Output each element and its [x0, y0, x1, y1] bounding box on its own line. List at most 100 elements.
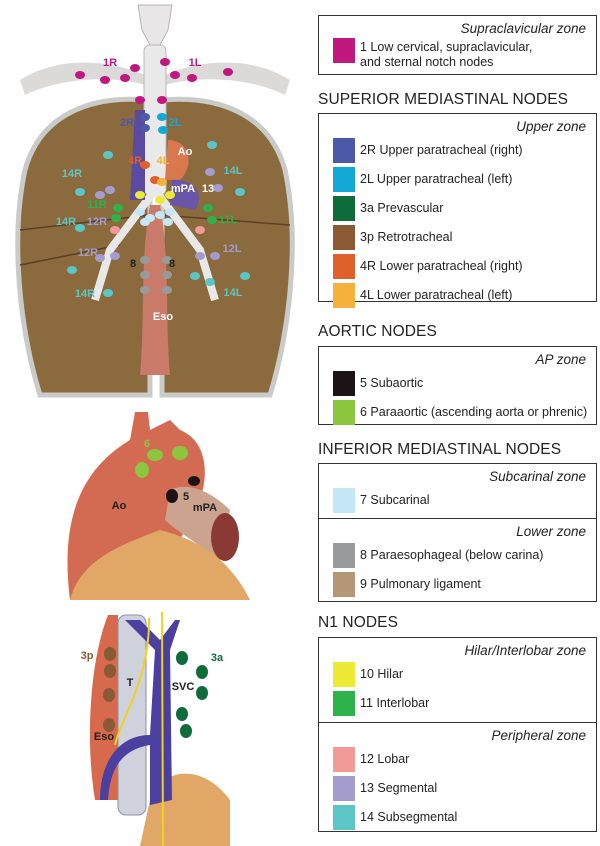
legend-label: 14 Subsegmental	[360, 810, 458, 824]
anatomy-label: 11L	[219, 214, 238, 226]
legend-item: 1 Low cervical, supraclavicular, and ste…	[319, 38, 596, 74]
lymph-node	[205, 168, 215, 176]
lymph-node	[195, 226, 205, 234]
color-swatch	[333, 805, 355, 830]
lymph-node	[103, 289, 113, 297]
color-swatch	[333, 38, 355, 63]
lymph-node	[140, 256, 150, 264]
anatomy-label: 3p	[81, 650, 94, 662]
anatomy-label: 1R	[103, 57, 117, 69]
lymph-node	[100, 76, 110, 84]
zone-title: Lower zone	[516, 524, 586, 539]
lymph-node	[140, 286, 150, 294]
color-swatch	[333, 488, 355, 513]
lymph-node	[210, 252, 220, 260]
anatomy-label: 5	[183, 491, 189, 503]
color-swatch	[333, 167, 355, 192]
legend-item: 10 Hilar	[319, 660, 596, 689]
lymph-node	[157, 178, 167, 186]
anatomy-label: T	[127, 677, 134, 689]
anatomy-label: 6	[144, 438, 150, 450]
anatomy-label: Ao	[178, 146, 193, 158]
lymph-node	[140, 124, 150, 132]
legend-item: 11 Interlobar	[319, 689, 596, 718]
lymph-node	[240, 272, 250, 280]
color-swatch	[333, 196, 355, 221]
zone-title: Supraclavicular zone	[460, 21, 586, 36]
legend-label: 3a Prevascular	[360, 201, 444, 215]
section-heading: N1 NODES	[318, 614, 399, 631]
legend-label: 10 Hilar	[360, 667, 404, 681]
lymph-node	[75, 188, 85, 196]
lymph-node	[235, 188, 245, 196]
lymph-node	[120, 74, 130, 82]
legend-n1-box: Hilar/Interlobar zone 10 Hilar 11 Interlob…	[318, 637, 597, 832]
lymph-node	[162, 256, 172, 264]
legend-item: 4R Lower paratracheal (right)	[319, 252, 596, 281]
legend-item: 8 Paraesophageal (below carina)	[319, 541, 596, 570]
legend-label: 8 Paraesophageal (below carina)	[360, 548, 544, 562]
legend-label: 2R Upper paratracheal (right)	[360, 143, 523, 157]
zone-title: Peripheral zone	[491, 728, 586, 743]
lymph-node	[187, 74, 197, 82]
anatomy-label: 14R	[62, 168, 82, 180]
anatomy-label: Eso	[153, 311, 173, 323]
anatomy-label: 12L	[223, 243, 242, 255]
lymph-node	[95, 254, 105, 262]
lymph-node	[110, 226, 120, 234]
lymph-node	[155, 211, 165, 219]
legend-label: 5 Subaortic	[360, 376, 424, 390]
zone-title: Upper zone	[516, 119, 586, 134]
anatomy-label: 2L	[169, 117, 182, 129]
lymph-node	[213, 184, 223, 192]
lymph-node	[95, 191, 105, 199]
section-heading: SUPERIOR MEDIASTINAL NODES	[318, 91, 569, 108]
color-swatch	[333, 254, 355, 279]
legend-label: 6 Paraaortic (ascending aorta or phrenic…	[360, 405, 588, 419]
lymph-node	[157, 113, 167, 121]
legend-item: 7 Subcarinal	[319, 486, 596, 515]
lymph-node	[135, 191, 145, 199]
anatomy-label: 4L	[157, 155, 170, 167]
legend-label: 1 Low cervical, supraclavicular, and ste…	[360, 40, 533, 69]
lymph-node	[165, 208, 175, 216]
anatomy-label: Eso	[94, 731, 114, 743]
anatomy-label: 13	[202, 183, 214, 195]
lymph-node	[170, 71, 180, 79]
anatomy-label: 14R	[75, 288, 95, 300]
zone-title: AP zone	[535, 352, 586, 367]
legend-item: 4L Lower paratracheal (left)	[319, 281, 596, 310]
color-swatch	[333, 662, 355, 687]
lymph-node	[135, 208, 145, 216]
legend-label: 9 Pulmonary ligament	[360, 577, 481, 591]
color-swatch	[333, 747, 355, 772]
anatomy-label: 11R	[87, 199, 107, 211]
lymph-node	[162, 271, 172, 279]
lymph-node	[140, 271, 150, 279]
lymph-node	[110, 252, 120, 260]
lymph-node	[130, 64, 140, 72]
lymph-node	[135, 96, 145, 104]
legend-item: 13 Segmental	[319, 774, 596, 803]
anatomy-label: Ao	[112, 500, 127, 512]
legend-item: 9 Pulmonary ligament	[319, 570, 596, 599]
anatomy-label: 12R	[87, 216, 107, 228]
zone-title: Hilar/Interlobar zone	[464, 643, 586, 658]
legend-label: 11 Interlobar	[360, 696, 430, 710]
lymph-node	[207, 216, 217, 224]
anatomy-label: 4R	[128, 155, 142, 167]
anatomy-label: SVC	[172, 681, 195, 693]
color-swatch	[333, 371, 355, 396]
lymph-node	[140, 161, 150, 169]
legend-item: 12 Lobar	[319, 745, 596, 774]
color-swatch	[333, 283, 355, 308]
color-swatch	[333, 138, 355, 163]
lymph-node	[155, 196, 165, 204]
legend-label: 2L Upper paratracheal (left)	[360, 172, 513, 186]
legend-item: 3a Prevascular	[319, 194, 596, 223]
anatomy-label: 1L	[189, 57, 202, 69]
legend-label: 7 Subcarinal	[360, 493, 430, 507]
